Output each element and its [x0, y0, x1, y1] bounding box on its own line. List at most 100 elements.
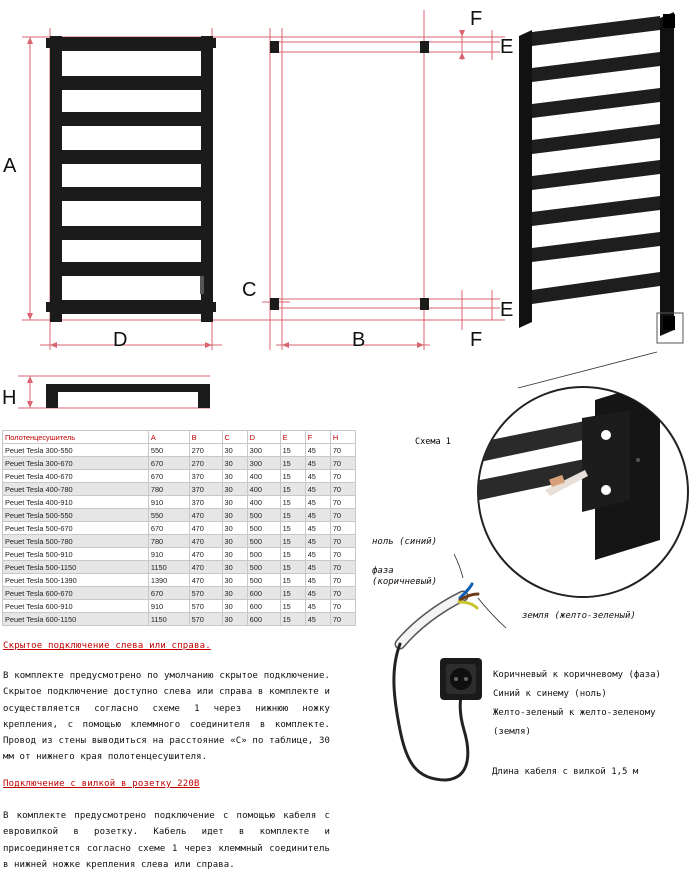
table-cell: 45 — [304, 495, 331, 509]
table-cell: 30 — [221, 560, 248, 574]
table-cell: 670 — [147, 469, 190, 483]
dimension-drawing: A D B C F F E E H — [2, 8, 684, 409]
table-cell: 30 — [221, 599, 248, 613]
table-cell: 15 — [279, 495, 306, 509]
section-hidden-heading: Скрытое подключение слева или справа. — [3, 641, 211, 651]
table-cell: Peuet Tesla 300-550 — [2, 443, 149, 457]
table-cell: 1390 — [147, 573, 190, 587]
section-plug-heading: Подключение с вилкой в розетку 220В — [3, 779, 200, 789]
table-cell: 30 — [221, 495, 248, 509]
table-cell: 470 — [188, 573, 223, 587]
table-cell: 15 — [279, 456, 306, 470]
table-cell: 570 — [188, 612, 223, 626]
table-cell: 30 — [221, 586, 248, 600]
table-header-cell: D — [246, 430, 281, 444]
schema-label: Схема 1 — [415, 437, 451, 447]
dim-letter-c: C — [242, 279, 256, 301]
table-cell: 15 — [279, 612, 306, 626]
table-cell: 45 — [304, 534, 331, 548]
connection-legend: Коричневый к коричневому (фаза) Синий к … — [493, 666, 698, 742]
table-cell: 470 — [188, 547, 223, 561]
table-cell: 600 — [246, 586, 281, 600]
table-cell: 15 — [279, 586, 306, 600]
table-header-cell: C — [221, 430, 248, 444]
table-cell: 30 — [221, 482, 248, 496]
table-cell: 500 — [246, 573, 281, 587]
table-cell: 470 — [188, 560, 223, 574]
table-cell: 15 — [279, 521, 306, 535]
dim-letter-b: B — [352, 329, 365, 351]
table-cell: 70 — [329, 573, 357, 587]
table-cell: 70 — [329, 456, 357, 470]
table-cell: 600 — [246, 612, 281, 626]
table-cell: 30 — [221, 456, 248, 470]
label-neutral: ноль (синий) — [372, 537, 438, 547]
table-cell: 45 — [304, 482, 331, 496]
dim-letter-d: D — [113, 329, 127, 351]
table-cell: 70 — [329, 547, 357, 561]
table-cell: 270 — [188, 456, 223, 470]
table-cell: 30 — [221, 534, 248, 548]
table-cell: 670 — [147, 521, 190, 535]
table-cell: 15 — [279, 469, 306, 483]
table-header-cell: B — [188, 430, 223, 444]
table-cell: 780 — [147, 534, 190, 548]
perspective-view — [519, 12, 684, 344]
dim-letter-f-bottom: F — [470, 329, 482, 351]
table-cell: 30 — [221, 521, 248, 535]
table-header-cell: E — [279, 430, 306, 444]
table-cell: 470 — [188, 508, 223, 522]
dim-letter-h: H — [2, 387, 16, 409]
table-cell: 45 — [304, 586, 331, 600]
table-cell: 45 — [304, 560, 331, 574]
table-cell: 270 — [188, 443, 223, 457]
back-view — [270, 41, 429, 310]
table-cell: 670 — [147, 586, 190, 600]
table-cell: 400 — [246, 495, 281, 509]
table-cell: 550 — [147, 443, 190, 457]
table-cell: Peuet Tesla 400-670 — [2, 469, 149, 483]
table-cell: 370 — [188, 495, 223, 509]
table-cell: 400 — [246, 469, 281, 483]
table-cell: Peuet Tesla 600-670 — [2, 586, 149, 600]
table-cell: 300 — [246, 443, 281, 457]
dim-letter-e-bottom: E — [500, 299, 513, 321]
table-cell: Peuet Tesla 600-910 — [2, 599, 149, 613]
table-cell: 30 — [221, 573, 248, 587]
legend-item-ground: Желто-зеленый к желто-зеленому (земля) — [493, 708, 656, 737]
table-cell: 15 — [279, 443, 306, 457]
table-cell: 30 — [221, 469, 248, 483]
cable-length: Длина кабеля с вилкой 1,5 м — [492, 767, 639, 777]
table-header-cell: Полотенцесушитель — [2, 430, 149, 444]
table-cell: 15 — [279, 508, 306, 522]
table-cell: 30 — [221, 612, 248, 626]
table-cell: 70 — [329, 482, 357, 496]
table-cell: 400 — [246, 482, 281, 496]
table-cell: 45 — [304, 521, 331, 535]
table-cell: 15 — [279, 534, 306, 548]
connection-detail: Схема 1 — [392, 351, 689, 782]
table-cell: 500 — [246, 560, 281, 574]
table-cell: Peuet Tesla 400-910 — [2, 495, 149, 509]
table-cell: 670 — [147, 456, 190, 470]
table-cell: 70 — [329, 443, 357, 457]
section-hidden-text: В комплекте предусмотрено по умолчанию с… — [3, 671, 330, 763]
legend-item-neutral: Синий к синему (ноль) — [493, 689, 607, 699]
table-cell: 910 — [147, 495, 190, 509]
table-cell: 45 — [304, 612, 331, 626]
table-cell: 45 — [304, 443, 331, 457]
table-cell: 70 — [329, 508, 357, 522]
table-cell: 70 — [329, 586, 357, 600]
table-cell: 70 — [329, 534, 357, 548]
table-cell: 15 — [279, 560, 306, 574]
table-cell: 470 — [188, 521, 223, 535]
table-cell: 45 — [304, 456, 331, 470]
table-cell: Peuet Tesla 500-1150 — [2, 560, 149, 574]
